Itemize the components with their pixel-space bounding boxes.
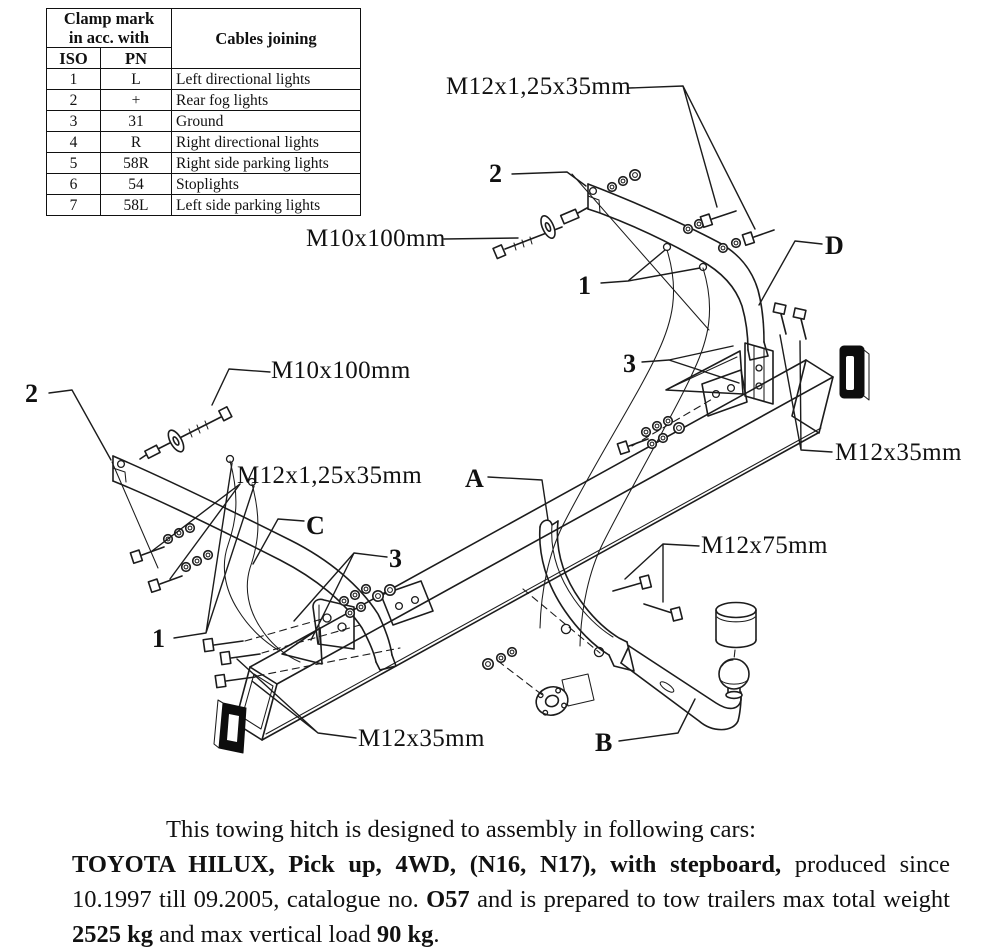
label-m12x75: M12x75mm (701, 532, 828, 559)
cable-cell: Stoplights (171, 173, 361, 195)
right-bracket (631, 342, 774, 447)
iso-cell: 4 (46, 131, 101, 153)
pn-cell: + (100, 89, 172, 111)
cable-cell: Rear fog lights (171, 89, 361, 111)
towball (718, 658, 750, 700)
assembly-diagram (48, 85, 870, 754)
table-header-pn: PN (100, 47, 172, 69)
iso-cell: 5 (46, 152, 101, 174)
table-row: 7 58L Left side parking lights (46, 194, 361, 216)
callout-2-left: 2 (25, 379, 38, 408)
callout-3-mid: 3 (389, 544, 402, 573)
pn-cell: R (100, 131, 172, 153)
pn-cell: 58R (100, 152, 172, 174)
cable-cell: Left side parking lights (171, 194, 361, 216)
table-row: 1 L Left directional lights (46, 68, 361, 90)
leader-lines (48, 85, 833, 742)
table-header-cables: Cables joining (171, 8, 361, 69)
callout-b: B (595, 728, 613, 757)
max-vertical-load: 90 kg (376, 921, 434, 948)
vehicle-name: TOYOTA HILUX, Pick up, 4WD, (N16, N17), … (72, 851, 782, 878)
description-segment: and max vertical load (153, 921, 377, 948)
table-header-iso: ISO (46, 47, 101, 69)
pn-cell: 58L (100, 194, 172, 216)
callout-d: D (825, 231, 844, 260)
description-segment: produced since 10.1997 till 09.2005, cat… (72, 851, 950, 913)
pn-cell: 54 (100, 173, 172, 195)
iso-cell: 6 (46, 173, 101, 195)
cable-cell: Right side parking lights (171, 152, 361, 174)
header-clamp-line1: Clamp mark (63, 9, 155, 28)
cable-cell: Ground (171, 110, 361, 132)
beam-end-caps (213, 345, 870, 754)
callout-a: A (465, 464, 484, 493)
strap-bracket-c (112, 455, 397, 671)
label-m10x100-top: M10x100mm (306, 225, 446, 252)
clamp-mark-table: Clamp mark in acc. with Cables joining I… (46, 8, 361, 216)
iso-cell: 1 (46, 68, 101, 90)
description-text: This towing hitch is designed to assembl… (72, 812, 950, 951)
car-frame-ghost-lines (111, 173, 711, 663)
header-clamp-line2: in acc. with (68, 28, 150, 47)
label-m12x35-bottom: M12x35mm (358, 725, 485, 752)
center-lines (497, 588, 601, 698)
table-row: 5 58R Right side parking lights (46, 152, 361, 174)
strap-bracket-d (587, 183, 769, 361)
catalogue-number: O57 (426, 886, 470, 913)
fastener-hardware (129, 169, 807, 689)
pn-cell: L (100, 68, 172, 90)
end-cap-right (839, 345, 870, 401)
callout-3-right: 3 (623, 349, 636, 378)
label-m12x125x35-top: M12x1,25x35mm (446, 73, 632, 100)
left-bracket (244, 580, 434, 677)
pn-cell: 31 (100, 110, 172, 132)
flange-plate (535, 673, 595, 717)
label-m12x35-right: M12x35mm (835, 439, 962, 466)
cable-cell: Right directional lights (171, 131, 361, 153)
cable-cell: Left directional lights (171, 68, 361, 90)
table-row: 4 R Right directional lights (46, 131, 361, 153)
callout-1-top: 1 (578, 271, 591, 300)
callout-1-bottom: 1 (152, 624, 165, 653)
end-cap-left (213, 699, 247, 754)
iso-cell: 3 (46, 110, 101, 132)
description-segment: . (433, 921, 440, 948)
max-total-weight: 2525 kg (72, 921, 154, 948)
table-row: 3 31 Ground (46, 110, 361, 132)
label-m10x100-left: M10x100mm (271, 357, 411, 384)
center-bracket (538, 519, 635, 672)
ball-arm (620, 645, 742, 731)
iso-cell: 2 (46, 89, 101, 111)
table-header-clamp-mark: Clamp mark in acc. with (46, 8, 172, 48)
description-body: TOYOTA HILUX, Pick up, 4WD, (N16, N17), … (72, 847, 950, 951)
iso-cell: 7 (46, 194, 101, 216)
callout-c: C (306, 511, 325, 540)
callout-2-top: 2 (489, 159, 502, 188)
ball-cover (715, 601, 757, 660)
table-row: 6 54 Stoplights (46, 173, 361, 195)
main-beam (234, 359, 834, 741)
table-row: 2 + Rear fog lights (46, 89, 361, 111)
label-m12x125x35-left: M12x1,25x35mm (237, 462, 423, 489)
description-intro: This towing hitch is designed to assembl… (166, 816, 756, 843)
description-segment: and is prepared to tow trailers max tota… (469, 886, 950, 913)
